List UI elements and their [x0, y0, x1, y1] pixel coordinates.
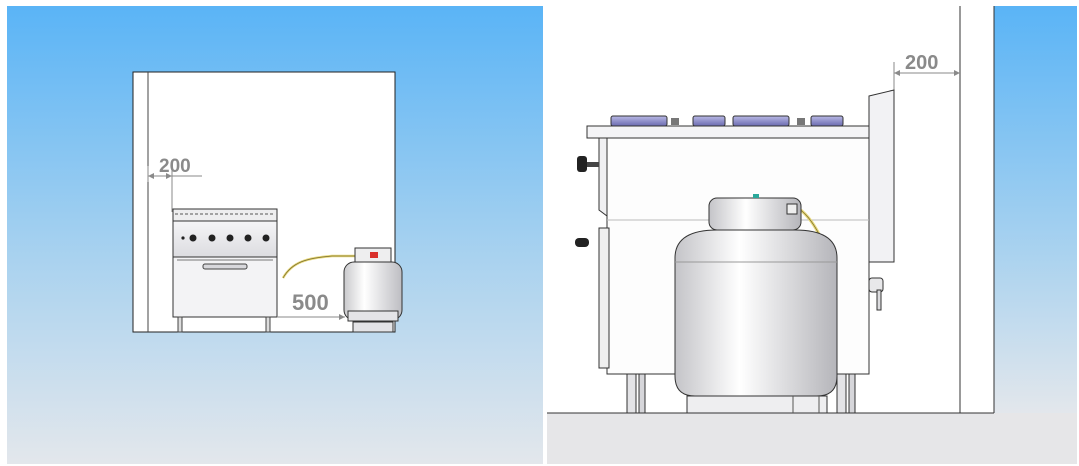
side-clearance-dimension: 500: [277, 290, 345, 320]
cylinder-valve: [370, 252, 378, 258]
control-knob: [577, 156, 587, 172]
gas-cylinder: [674, 194, 838, 414]
backsplash: [868, 89, 895, 263]
top-clearance-dimension: 200: [893, 52, 960, 96]
knob-3: [226, 234, 234, 242]
knob-1: [189, 234, 197, 242]
stove: [172, 208, 278, 333]
gas-valve: [868, 277, 884, 293]
side-view-panel: 200: [547, 6, 1077, 464]
background-sky: [994, 6, 1077, 414]
oven-door: [598, 227, 610, 369]
cylinder-base: [686, 395, 828, 414]
front-view-drawing: 200 500: [7, 6, 543, 464]
side-view-drawing: 200: [547, 6, 1077, 464]
side-clearance-label: 500: [292, 290, 329, 315]
stove-top: [586, 125, 870, 139]
knob-4: [244, 234, 252, 242]
knob-5: [262, 234, 270, 242]
top-clearance-label: 200: [159, 156, 191, 177]
front-view-panel: 200 500: [7, 6, 543, 464]
gas-cylinder: [343, 247, 403, 333]
cylinder-body: [674, 229, 838, 397]
floor: [547, 413, 1077, 464]
oven-knob: [575, 238, 589, 247]
knob-2: [208, 234, 216, 242]
oven-handle: [202, 263, 248, 270]
top-clearance-label: 200: [905, 52, 938, 74]
top-clearance-dimension: 200: [147, 156, 202, 212]
